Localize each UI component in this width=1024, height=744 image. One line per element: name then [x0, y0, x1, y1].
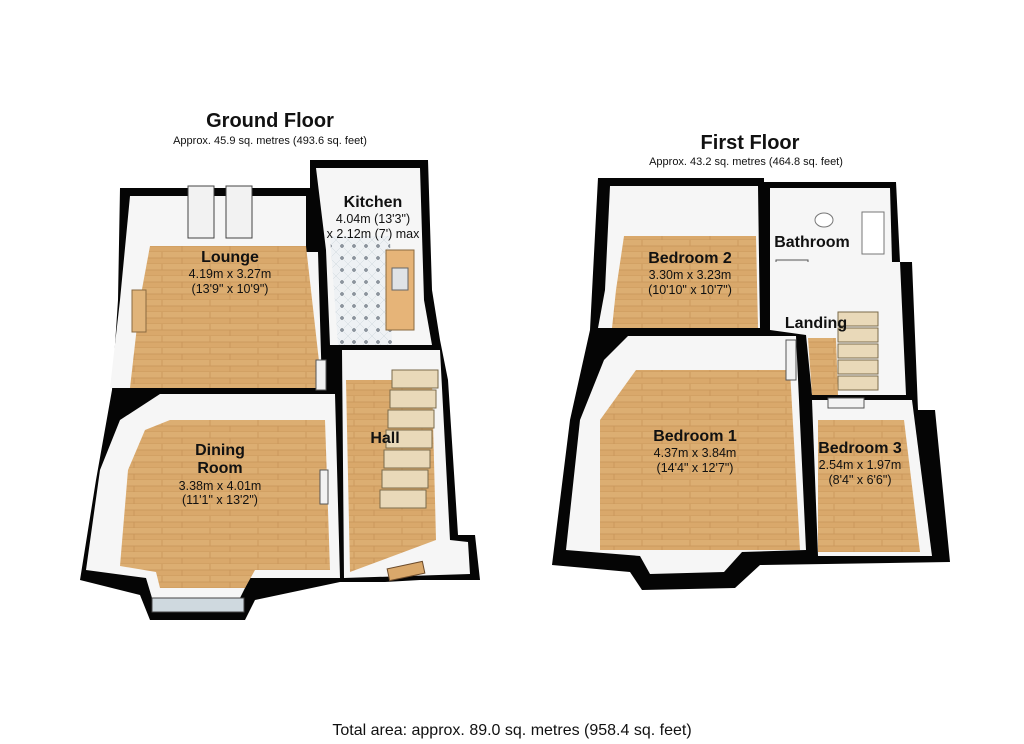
bedroom1-label: Bedroom 1 4.37m x 3.84m (14'4" x 12'7")	[615, 428, 775, 475]
bedroom1-dim-imperial: (14'4" x 12'7")	[656, 460, 734, 475]
lounge-dim-imperial: (13'9" x 10'9")	[191, 281, 269, 296]
ground-floor-area: Approx. 45.9 sq. metres (493.6 sq. feet)	[173, 135, 367, 147]
first-floor-area: Approx. 43.2 sq. metres (464.8 sq. feet)	[649, 156, 843, 168]
landing-floor	[808, 338, 838, 395]
dining-bay-window	[151, 597, 245, 613]
lounge-floor	[130, 246, 322, 388]
dining-name-line1: Dining	[195, 442, 245, 459]
bedroom3-label: Bedroom 3 2.54m x 1.97m (8'4" x 6'6")	[805, 440, 915, 487]
dining-floor	[120, 420, 330, 588]
bedroom1-door	[785, 339, 797, 381]
bedroom2-label: Bedroom 2 3.30m x 3.23m (10'10" x 10'7")	[610, 250, 770, 297]
hall-front-door	[386, 560, 426, 582]
first-floor-title: First Floor	[700, 132, 800, 154]
bedroom1-name: Bedroom 1	[653, 428, 737, 445]
bedroom1-floor	[600, 370, 800, 550]
kitchen-floor	[330, 236, 392, 345]
lounge-fireplace	[131, 289, 147, 333]
kitchen-dim-metric: 4.04m (13'3")	[335, 212, 411, 227]
landing-name: Landing	[784, 315, 848, 332]
bedroom1-dim-metric: 4.37m x 3.84m	[653, 446, 737, 461]
total-area: Total area: approx. 89.0 sq. metres (958…	[332, 722, 692, 739]
bedroom2-name: Bedroom 2	[648, 250, 732, 267]
bathroom-basin	[814, 212, 834, 228]
bedroom3-dim-metric: 2.54m x 1.97m	[818, 458, 902, 473]
bedroom3-name: Bedroom 3	[818, 440, 902, 457]
hall-name: Hall	[370, 430, 400, 447]
hall-stairs	[379, 369, 439, 509]
lounge-label: Lounge 4.19m x 3.27m (13'9" x 10'9")	[140, 249, 320, 296]
bathroom-bath	[861, 211, 885, 255]
dining-label: Dining Room 3.38m x 4.01m (11'1" x 13'2"…	[140, 442, 300, 508]
ground-floor-plan	[80, 160, 480, 620]
first-floor-plan	[552, 178, 950, 590]
bathroom-name: Bathroom	[774, 234, 850, 251]
bedroom3-floor	[818, 420, 920, 552]
lounge-name: Lounge	[201, 249, 259, 266]
bedroom2-dim-imperial: (10'10" x 10'7")	[648, 282, 732, 297]
bedroom3-dim-imperial: (8'4" x 6'6")	[828, 472, 892, 487]
kitchen-sink	[391, 267, 409, 291]
landing-stairs	[837, 311, 879, 391]
kitchen-dim-imperial: x 2.12m (7') max	[326, 226, 420, 241]
dining-dim-metric: 3.38m x 4.01m	[178, 478, 262, 493]
bedroom3-door	[827, 397, 865, 409]
hall-door-dining	[319, 469, 329, 505]
dining-name-line2: Room	[197, 460, 243, 478]
lounge-french-door-right	[225, 185, 253, 239]
dining-dim-imperial: (11'1" x 13'2")	[182, 493, 258, 508]
hall-door-lounge	[315, 359, 327, 391]
kitchen-label: Kitchen 4.04m (13'3") x 2.12m (7') max	[298, 194, 448, 241]
bedroom2-floor	[612, 236, 758, 328]
ground-floor-title: Ground Floor	[206, 110, 334, 132]
lounge-dim-metric: 4.19m x 3.27m	[188, 267, 272, 282]
bedroom2-dim-metric: 3.30m x 3.23m	[648, 268, 732, 283]
lounge-french-door-left	[187, 185, 215, 239]
kitchen-name: Kitchen	[343, 194, 403, 211]
